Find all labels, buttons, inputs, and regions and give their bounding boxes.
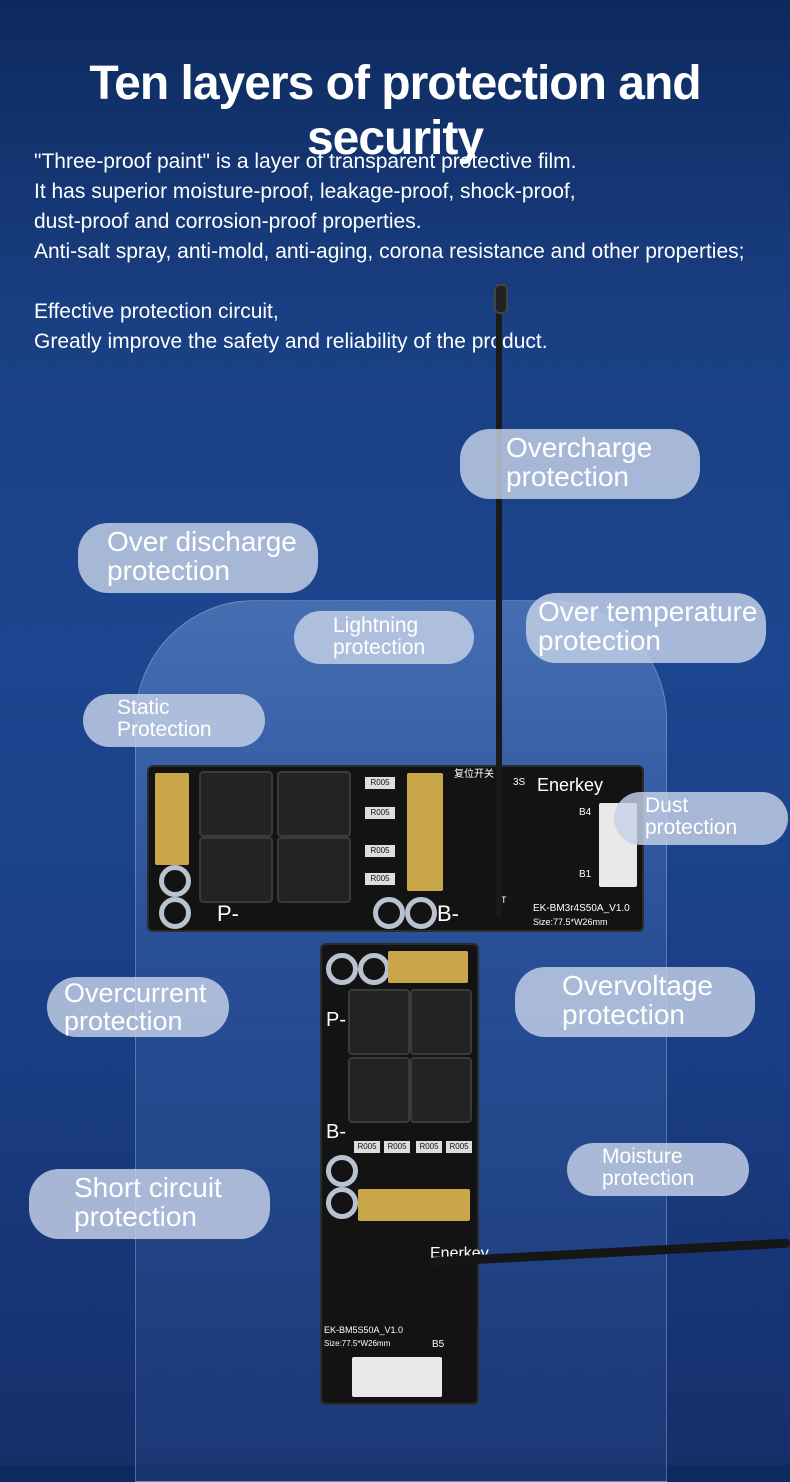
overcurrent-pill: Overcurrent protection	[47, 977, 229, 1037]
dust-pill: Dust protection	[614, 792, 788, 845]
pill-line: protection	[74, 1201, 197, 1233]
pill-line: Moisture	[602, 1145, 683, 1168]
pill-line: protection	[645, 816, 738, 840]
shunt-resistor: R005	[365, 777, 395, 789]
balance-connector	[352, 1357, 442, 1397]
mount-hole	[326, 1187, 358, 1219]
b-minus-label: B-	[437, 901, 459, 926]
description-line: It has superior moisture-proof, leakage-…	[34, 180, 576, 203]
over-temperature-pill: Over temperature protection	[526, 593, 766, 663]
b-minus-pad	[358, 1189, 470, 1221]
board-size: Size:77.5*W26mm	[533, 917, 608, 927]
shunt-resistor: R005	[365, 845, 395, 857]
pill-line: Over discharge	[107, 526, 297, 557]
mount-hole	[358, 953, 390, 985]
mount-hole	[159, 865, 191, 897]
summary-line: Greatly improve the safety and reliabili…	[34, 330, 548, 353]
pill-line: Lightning	[333, 614, 419, 637]
mosfet-chip	[410, 1057, 472, 1123]
description-line: dust-proof and corrosion-proof propertie…	[34, 210, 422, 233]
mosfet-chip	[277, 771, 351, 837]
pill-line: protection	[538, 625, 661, 657]
mount-hole	[326, 953, 358, 985]
summary-paragraph: Effective protection circuit, Greatly im…	[34, 297, 548, 357]
pill-line: Dust	[645, 794, 689, 817]
cell-count-label: 3S	[513, 777, 526, 788]
mount-hole	[373, 897, 405, 929]
mosfet-chip	[277, 837, 351, 903]
pill-line: Overvoltage	[562, 970, 713, 1001]
mosfet-chip	[410, 989, 472, 1055]
shunt-resistor: R005	[365, 807, 395, 819]
b1-label: B1	[579, 869, 592, 880]
temperature-probe-tip	[494, 284, 508, 314]
shunt-resistor: R005	[446, 1141, 472, 1153]
model-number: EK-BM3r4S50A_V1.0	[533, 903, 630, 914]
board-size: Size:77.5*W26mm	[324, 1339, 391, 1348]
description-line: "Three-proof paint" is a layer of transp…	[34, 150, 577, 173]
thermistor-label: T	[501, 895, 507, 905]
shunt-resistor: R005	[384, 1141, 410, 1153]
pill-line: Short circuit	[74, 1172, 222, 1203]
pill-line: protection	[64, 1006, 183, 1037]
pill-line: Overcharge	[506, 432, 653, 463]
pill-line: protection	[506, 461, 629, 493]
mount-hole	[405, 897, 437, 929]
pill-line: Static	[117, 696, 170, 719]
mosfet-chip	[348, 989, 410, 1055]
brand-logo: Enerkey	[537, 775, 604, 795]
pill-line: protection	[107, 555, 230, 587]
reset-switch-label: 复位开关	[454, 769, 494, 780]
mosfet-chip	[199, 771, 273, 837]
p-minus-label: P-	[217, 901, 239, 926]
description-paragraph: "Three-proof paint" is a layer of transp…	[34, 147, 744, 267]
description-line: Anti-salt spray, anti-mold, anti-aging, …	[34, 240, 745, 263]
b-minus-label: B-	[326, 1121, 346, 1143]
page-title: Ten layers of protection and security	[89, 57, 701, 165]
overcharge-pill: Overcharge protection	[460, 429, 700, 499]
mosfet-chip	[199, 837, 273, 903]
lightning-pill: Lightning protection	[294, 611, 474, 664]
over-discharge-pill: Over discharge protection	[78, 523, 318, 593]
bms-board-vertical: R005 R005 R005 R005 P- B- Enerkey EK-BM5…	[320, 943, 489, 1405]
shunt-resistor: R005	[354, 1141, 380, 1153]
short-circuit-pill: Short circuit protection	[29, 1169, 270, 1239]
shunt-resistor: R005	[365, 873, 395, 885]
mosfet-chip	[348, 1057, 410, 1123]
pill-line: Over temperature	[538, 596, 758, 627]
pill-line: protection	[562, 999, 685, 1031]
b5-label: B5	[432, 1339, 445, 1350]
b-minus-pad	[407, 773, 443, 891]
shunt-resistor: R005	[416, 1141, 442, 1153]
mount-hole	[326, 1155, 358, 1187]
pill-line: Overcurrent	[64, 978, 207, 1008]
mount-hole	[159, 897, 191, 929]
temperature-probe-wire	[496, 286, 502, 916]
b4-label: B4	[579, 807, 592, 818]
static-pill: Static Protection	[83, 694, 265, 747]
pill-line: Protection	[117, 718, 212, 742]
pill-line: protection	[602, 1167, 695, 1191]
bms-board-horizontal: R005 R005 R005 R005 P- B- 复位开关 3S Enerke…	[147, 765, 644, 932]
p-minus-pad	[388, 951, 468, 983]
p-minus-pad	[155, 773, 189, 865]
moisture-pill: Moisture protection	[567, 1143, 749, 1196]
summary-line: Effective protection circuit,	[34, 300, 279, 323]
model-number: EK-BM5S50A_V1.0	[324, 1325, 404, 1335]
p-minus-label: P-	[326, 1009, 346, 1031]
pill-line: protection	[333, 636, 426, 660]
overvoltage-pill: Overvoltage protection	[515, 967, 755, 1037]
